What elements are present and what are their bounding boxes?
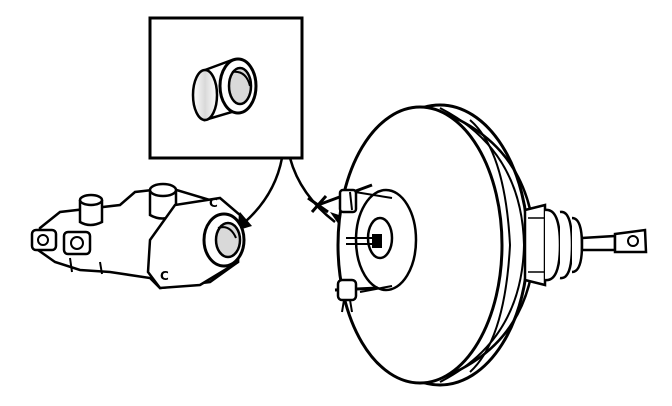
callout-arrows [232, 157, 344, 232]
master-cylinder: C C [30, 182, 246, 290]
detail-callout-box [148, 16, 304, 160]
seal-closeup [191, 57, 258, 122]
reservoir-boss-front [78, 193, 104, 227]
mounting-flange: C C [146, 196, 246, 290]
input-rod [580, 228, 648, 254]
brake-line-port-1 [30, 228, 58, 252]
mark-c-top: C [209, 196, 218, 210]
pushrod [346, 234, 382, 248]
brake-booster [307, 103, 648, 387]
brake-line-port-2 [62, 230, 92, 256]
mounting-stud-upper [317, 183, 373, 214]
rear-boot [523, 203, 584, 287]
mark-c-bottom: C [160, 269, 169, 283]
mounting-stud-lower [334, 278, 379, 313]
reservoir-boss-rear [148, 182, 178, 220]
